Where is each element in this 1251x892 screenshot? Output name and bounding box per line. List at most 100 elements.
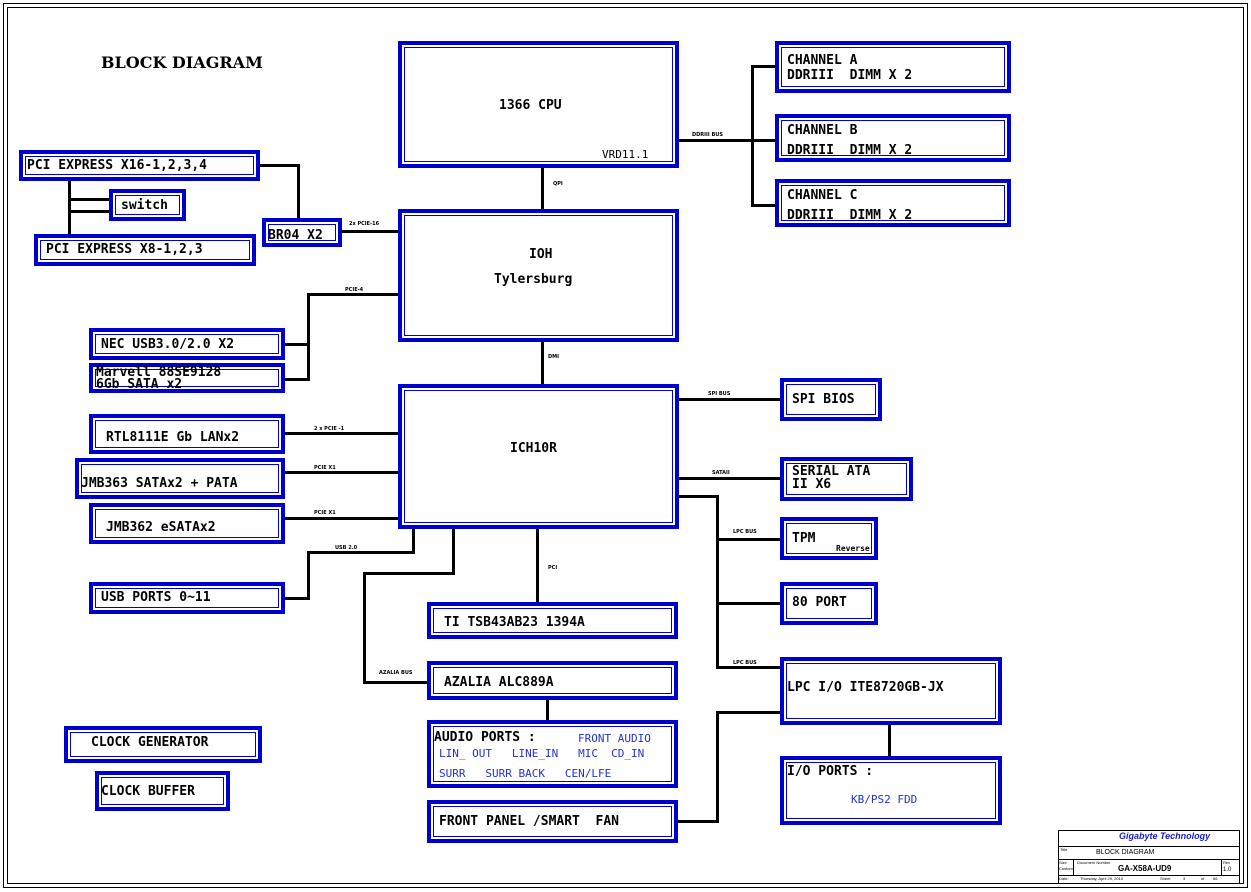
- size-field-value: Custom: [1059, 866, 1073, 871]
- nec-usb3-label: NEC USB3.0/2.0 X2: [101, 337, 235, 352]
- title-block-vline1: [1073, 859, 1074, 875]
- channel-b-block: [775, 114, 1011, 162]
- cpu-label: 1366 CPU: [499, 98, 562, 113]
- title-block-line1: [1058, 846, 1239, 847]
- tpm-wire: [716, 538, 782, 541]
- docnum-field-value: GA-X58A-UD9: [1118, 864, 1172, 873]
- usb-ports-label: USB PORTS 0~11: [101, 590, 211, 605]
- title-field-label: Title: [1060, 847, 1068, 852]
- qpi-label: QPI: [553, 181, 563, 187]
- nec-usb3-block: [89, 328, 285, 360]
- sheet-field-value: 3: [1183, 876, 1186, 881]
- cpu-block: [398, 41, 679, 168]
- jmb362-label: JMB362 eSATAx2: [106, 520, 216, 535]
- channel-b-l1: CHANNEL B: [787, 123, 858, 138]
- serial-ata-l2: II X6: [792, 477, 832, 492]
- usb-wire-h2: [284, 597, 310, 600]
- rtl-wire: [284, 432, 400, 435]
- ddr-bus-label: DDRIII BUS: [692, 132, 723, 138]
- cpu-vrd-label: VRD11.1: [602, 148, 649, 161]
- pcie-x8-label: PCI EXPRESS X8-1,2,3: [46, 242, 203, 257]
- lpc-io-block: [780, 657, 1002, 725]
- size-field-label: Size: [1059, 860, 1067, 865]
- usb-wire-v1: [412, 527, 415, 553]
- switch-label: switch: [121, 198, 168, 213]
- rev-field-value: 1.0: [1223, 867, 1232, 873]
- audio-ports-title: AUDIO PORTS :: [434, 730, 536, 745]
- switch-block: [109, 189, 186, 221]
- br04-label: BR04 X2: [268, 228, 323, 243]
- azalia-wire-v2: [363, 572, 366, 684]
- date-field-label: Date:: [1059, 876, 1069, 881]
- jmb363-wire: [284, 471, 400, 474]
- clock-generator-label: CLOCK GENERATOR: [91, 735, 209, 750]
- ioh-l2: Tylersburg: [494, 272, 573, 287]
- company-name: Gigabyte Technology: [1119, 831, 1211, 841]
- front-panel-label: FRONT PANEL /SMART FAN: [439, 814, 620, 829]
- ddr-trunk-wire: [751, 65, 754, 207]
- outer-border: [3, 3, 1248, 888]
- fan-wire-v: [716, 711, 719, 823]
- pcie-x16-label: PCI EXPRESS X16-1,2,3,4: [27, 158, 208, 173]
- fan-wire-h2: [676, 820, 719, 823]
- usb-wire-v2: [307, 551, 310, 600]
- audio-ports-block: [427, 720, 678, 788]
- jmb363-label: JMB363 SATAx2 + PATA: [81, 476, 238, 491]
- date-field-value: Thursday, April 29, 2010: [1080, 876, 1124, 881]
- lpcio-wire: [716, 666, 782, 669]
- fan-wire-h1: [716, 711, 782, 714]
- ich10r-block: [398, 384, 679, 529]
- audio-row2: SURR SURR BACK CEN/LFE: [439, 767, 612, 780]
- io-ports-block: [780, 756, 1002, 825]
- port80-wire: [716, 602, 782, 605]
- switch-wire-v: [68, 180, 71, 235]
- of-field-label: of: [1201, 876, 1205, 881]
- br04-ioh-wire: [340, 230, 400, 233]
- switch-wire-top: [68, 198, 110, 201]
- lpc-bus-label-1: LPC BUS: [733, 529, 757, 535]
- port80-label: 80 PORT: [792, 595, 847, 610]
- azalia-wire-h1: [363, 572, 455, 575]
- diagram-title: BLOCK DIAGRAM: [101, 53, 263, 72]
- azalia-label: AZALIA ALC889A: [444, 675, 554, 690]
- docnum-field-label: Document Number: [1077, 860, 1111, 865]
- spi-wire: [678, 398, 782, 401]
- azalia-wire-v1: [452, 527, 455, 574]
- usb2-label: USB 2.0: [335, 545, 358, 551]
- rtl8111e-label: RTL8111E Gb LANx2: [106, 430, 240, 445]
- serial-ata-l1: SERIAL ATA: [792, 464, 871, 479]
- channel-b-l2: DDRIII DIMM X 2: [787, 143, 913, 158]
- ddr-bus-wire: [678, 139, 752, 142]
- pcie-x8-block: [34, 234, 256, 266]
- pcie16x2-label: 2x PCIE-16: [349, 221, 380, 227]
- tpm-label: TPM: [792, 531, 816, 546]
- lpc-wire-h: [678, 495, 719, 498]
- pcie4-label: PCIE-4: [345, 287, 364, 293]
- azalia-bus-label: AZALIA BUS: [379, 670, 413, 676]
- sata-wire: [678, 477, 782, 480]
- ioh-l1: IOH: [529, 247, 553, 262]
- rtl8111e-block: [89, 414, 285, 454]
- dmi-wire: [541, 340, 544, 386]
- sheet-field-label: Sheet: [1160, 876, 1171, 881]
- pcie1-label: 2 x PCIE -1: [314, 426, 345, 432]
- ddr-a-wire: [751, 65, 777, 68]
- clock-buffer-label: CLOCK BUFFER: [101, 784, 195, 799]
- channel-c-l1: CHANNEL C: [787, 188, 858, 203]
- io-ports-title: I/O PORTS :: [787, 764, 874, 779]
- pcie16-wire-v: [297, 164, 300, 220]
- of-field-value: 66: [1213, 876, 1218, 881]
- pciex1a-label: PCIE X1: [314, 465, 336, 471]
- jmb362-wire: [284, 517, 400, 520]
- pcie4-wire-v: [307, 293, 310, 381]
- ich10r-label: ICH10R: [510, 441, 557, 456]
- pcie4-wire-h: [307, 293, 400, 296]
- qpi-wire: [541, 166, 544, 211]
- serial-ata-block: [780, 457, 913, 501]
- lpc-bus-label-2: LPC BUS: [733, 660, 757, 666]
- title-field-value: BLOCK DIAGRAM: [1096, 849, 1155, 856]
- marvell-wire: [284, 378, 310, 381]
- tpm-reverse-label: Reverse: [836, 544, 870, 553]
- audio-front-label: FRONT AUDIO: [578, 732, 651, 745]
